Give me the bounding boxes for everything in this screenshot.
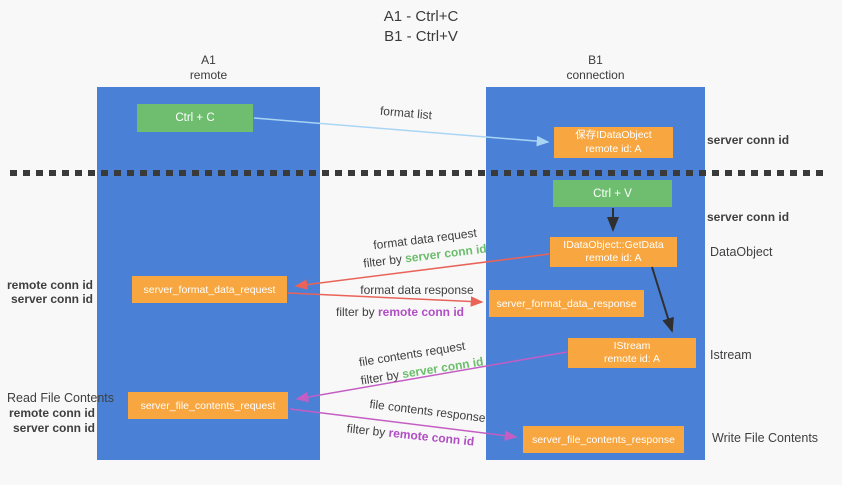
diagram-title: A1 - Ctrl+C B1 - Ctrl+V: [0, 7, 842, 47]
node-istream-line2: remote id: A: [603, 353, 661, 365]
session-divider-dashed-line: [10, 170, 825, 176]
node-getdata-line1: IDataObject::GetData: [563, 238, 664, 251]
lane-b1-title: B1: [588, 53, 603, 67]
right-server-conn-id-top: server conn id: [707, 133, 790, 147]
filter-by-text: filter by: [359, 367, 404, 388]
left-server-conn-id-1: server conn id: [10, 292, 93, 306]
node-save-idataobject: 保存IDataObject remote id: A: [554, 127, 673, 158]
label-filter-by-remote-conn-id-2: filter by remote conn id: [333, 420, 489, 450]
left-read-file-contents-label: Read File Contents: [7, 391, 115, 405]
remote-conn-id-tag: remote conn id: [387, 425, 475, 449]
node-getdata-line2: remote id: A: [585, 252, 642, 264]
lane-b1-subtitle: connection: [566, 68, 625, 82]
node-istream-line1: IStream: [613, 339, 651, 352]
filter-by-text: filter by: [362, 251, 406, 271]
node-ctrl-c: Ctrl + C: [137, 104, 253, 132]
node-server-file-contents-response: server_file_contents_response: [523, 426, 684, 453]
left-remote-conn-id-1: remote conn id: [6, 278, 93, 292]
right-dataobject-label: DataObject: [710, 245, 773, 259]
node-ctrl-v-label: Ctrl + V: [593, 187, 632, 200]
remote-conn-id-tag: remote conn id: [378, 305, 465, 319]
left-remote-conn-id-2: remote conn id: [8, 406, 95, 420]
node-server-format-data-response: server_format_data_response: [489, 290, 644, 317]
node-server-file-contents-request: server_file_contents_request: [128, 392, 288, 419]
node-save-line2: remote id: A: [585, 142, 642, 155]
node-idataobject-getdata: IDataObject::GetData remote id: A: [550, 237, 677, 267]
right-istream-label: Istream: [710, 348, 752, 362]
right-write-file-contents-label: Write File Contents: [712, 431, 819, 445]
lane-a1-title: A1: [201, 53, 216, 67]
label-filter-by-remote-conn-id-1: filter by remote conn id: [325, 305, 475, 319]
filter-by-text: filter by: [346, 421, 390, 440]
node-file-request-label: server_file_contents_request: [140, 399, 276, 412]
node-ctrl-c-label: Ctrl + C: [175, 112, 215, 124]
lane-a1-subtitle: remote: [189, 68, 228, 82]
node-save-line1: 保存IDataObject: [575, 129, 652, 141]
right-server-conn-id-mid: server conn id: [707, 210, 790, 224]
title-line-2: B1 - Ctrl+V: [384, 28, 458, 45]
node-server-format-data-request: server_format_data_request: [132, 276, 287, 303]
title-line-1: A1 - Ctrl+C: [383, 8, 459, 25]
left-server-conn-id-2: server conn id: [12, 421, 95, 435]
label-format-data-response: format data response: [360, 283, 474, 297]
lane-header-a1: A1 remote: [97, 53, 320, 83]
node-file-response-label: server_file_contents_response: [531, 433, 675, 446]
label-file-contents-response: file contents response: [368, 396, 487, 426]
label-format-list: format list: [379, 103, 433, 123]
filter-by-text: filter by: [335, 305, 378, 319]
lane-header-b1: B1 connection: [486, 53, 705, 83]
node-format-request-label: server_format_data_request: [143, 283, 276, 296]
node-format-response-label: server_format_data_response: [496, 297, 637, 310]
node-istream: IStream remote id: A: [568, 338, 696, 368]
node-ctrl-v: Ctrl + V: [553, 180, 672, 207]
